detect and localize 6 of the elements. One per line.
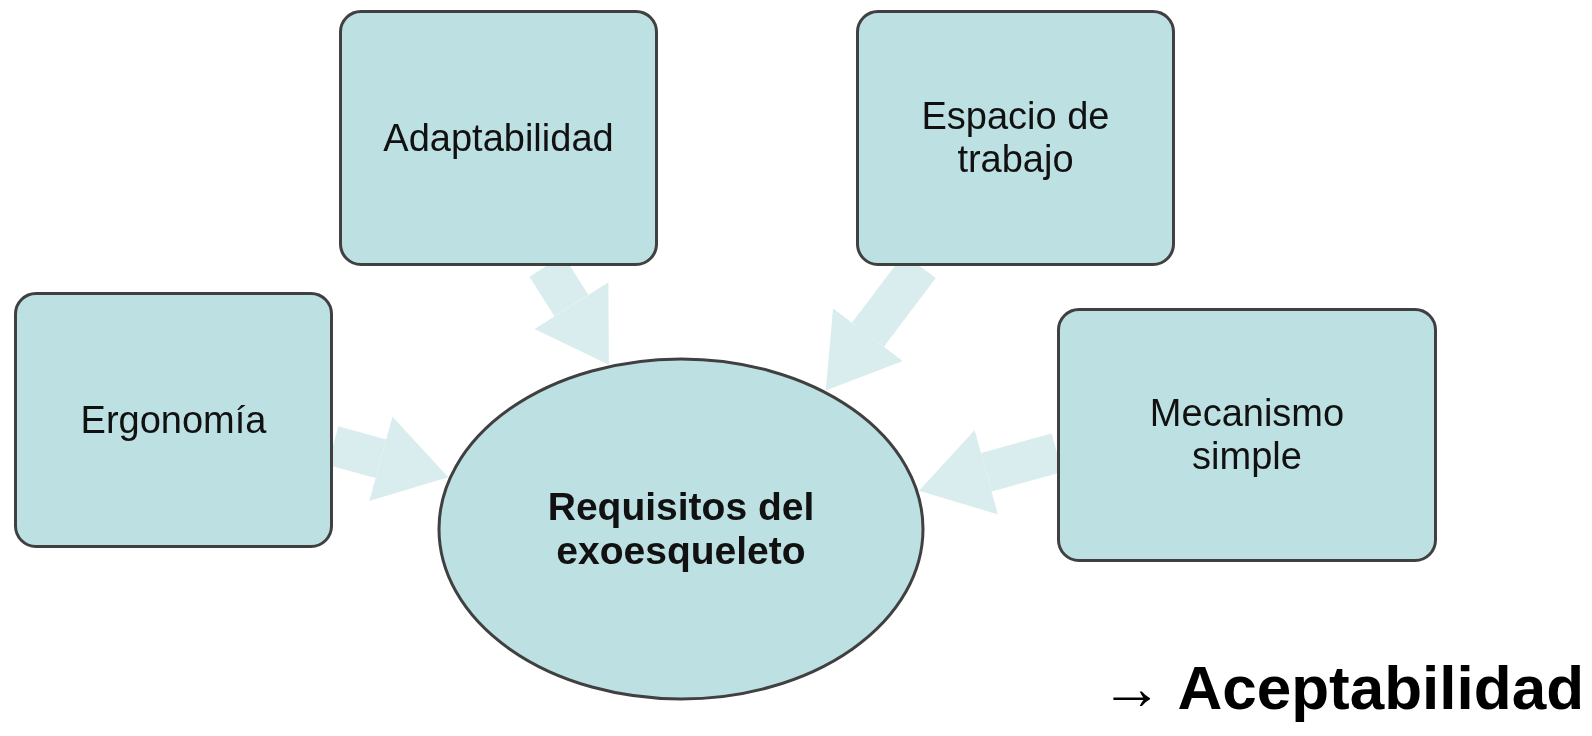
process-box: Mecanismo simple [1057, 308, 1437, 562]
process-box: Ergonomía [14, 292, 333, 548]
process-box: Espacio de trabajo [856, 10, 1175, 266]
process-box: Adaptabilidad [339, 10, 658, 266]
note-text: → Aceptabilidad [1100, 652, 1584, 723]
ellipse-node: Requisitos del exoesqueleto [437, 357, 925, 701]
